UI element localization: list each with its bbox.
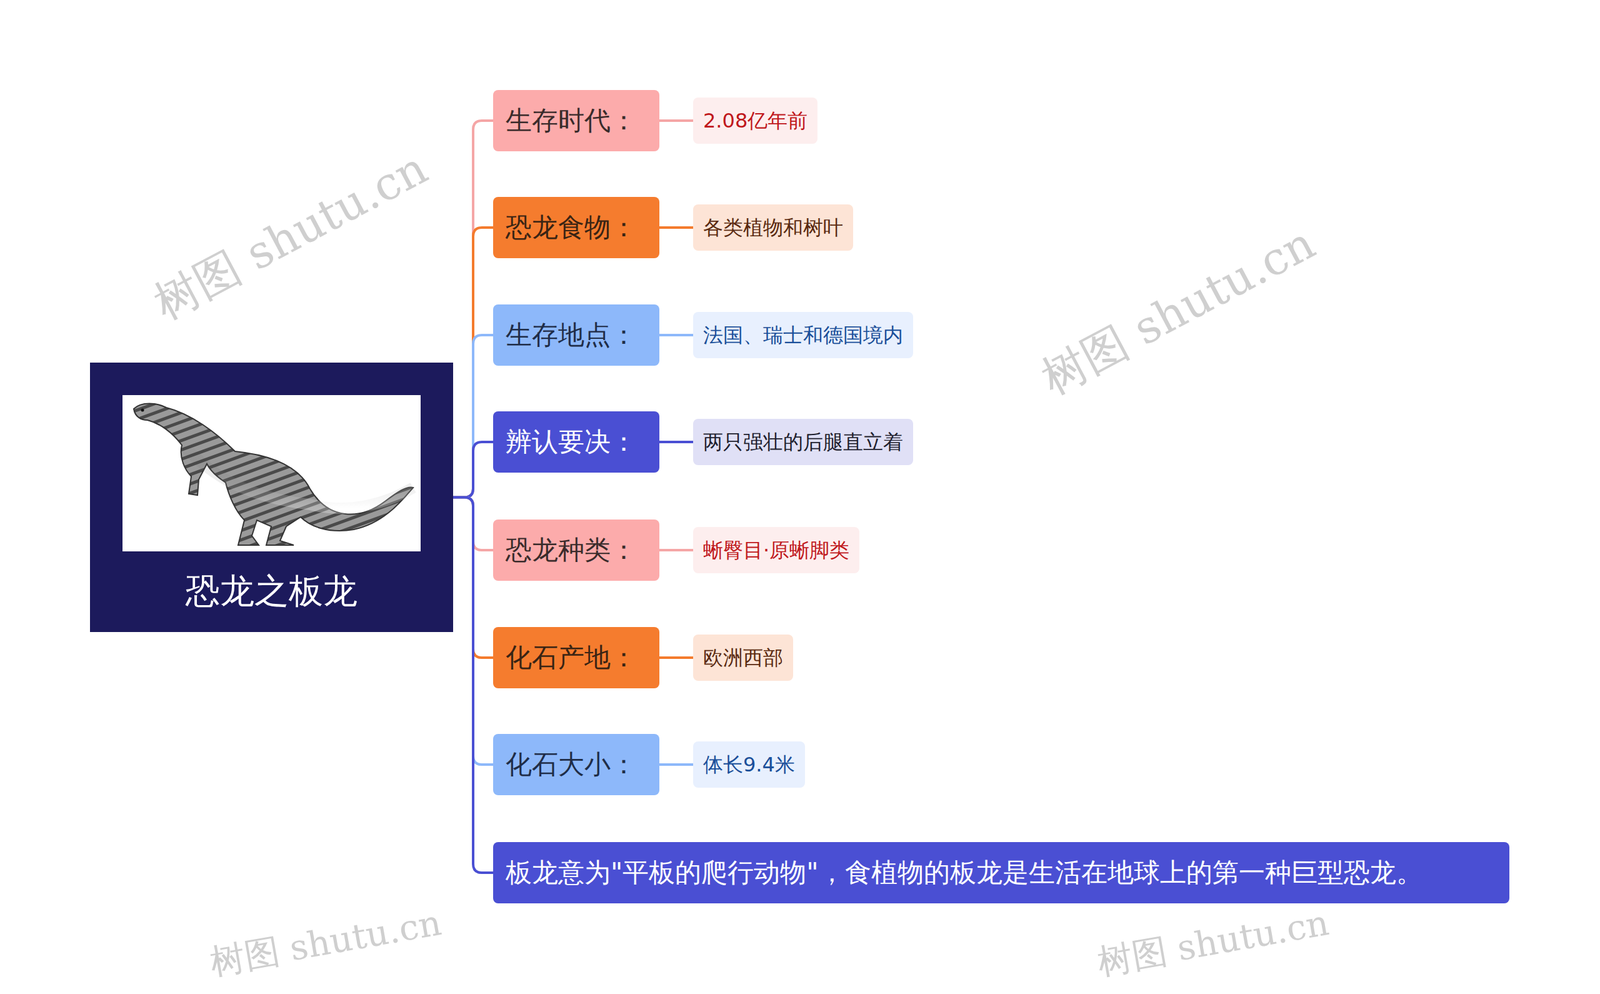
branch-label: 生存地点： bbox=[493, 304, 660, 366]
leaf-box: 各类植物和树叶 bbox=[693, 204, 854, 251]
connector bbox=[659, 763, 694, 766]
leaf-box-text: 欧洲西部 bbox=[703, 645, 784, 670]
connector bbox=[659, 656, 694, 659]
leaf-box-text: 蜥臀目·原蜥脚类 bbox=[703, 538, 850, 562]
leaf-box-text: 两只强壮的后腿直立着 bbox=[703, 430, 904, 454]
connector bbox=[453, 441, 494, 498]
branch-label: 生存时代： bbox=[493, 90, 660, 152]
connector bbox=[453, 335, 494, 498]
leaf-box: 两只强壮的后腿直立着 bbox=[693, 418, 914, 465]
dinosaur-illustration bbox=[122, 395, 421, 552]
connector bbox=[453, 120, 494, 498]
connector bbox=[453, 227, 494, 498]
connector bbox=[659, 226, 694, 229]
branch-label: 化石产地： bbox=[493, 626, 660, 689]
branch-label: 恐龙种类： bbox=[493, 519, 660, 581]
leaf-box: 2.08亿年前 bbox=[693, 97, 818, 144]
connector bbox=[659, 440, 694, 444]
watermark: 树图 shutu.cn bbox=[143, 138, 438, 334]
branch-label-text: 化石产地： bbox=[505, 641, 637, 674]
branch-label-text: 恐龙种类： bbox=[505, 534, 637, 566]
branch-label-text: 生存时代： bbox=[505, 105, 637, 137]
watermark: 树图 shutu.cn bbox=[1031, 213, 1325, 409]
note-box: 板龙意为"平板的爬行动物"，食植物的板龙是生活在地球上的第一种巨型恐龙。 bbox=[493, 841, 1510, 904]
branch-label: 化石大小： bbox=[493, 733, 660, 795]
branch-label: 辨认要决： bbox=[493, 411, 660, 473]
branch-label-text: 生存地点： bbox=[505, 319, 637, 351]
connector bbox=[659, 119, 694, 122]
central-topic: 恐龙之板龙 bbox=[90, 362, 454, 632]
leaf-box-text: 各类植物和树叶 bbox=[703, 215, 844, 240]
branch-label-text: 恐龙食物： bbox=[505, 211, 637, 244]
watermark: 树图 shutu.cn bbox=[206, 899, 445, 987]
leaf-box: 体长9.4米 bbox=[693, 741, 805, 788]
leaf-box: 蜥臀目·原蜥脚类 bbox=[693, 526, 860, 574]
note-box-text: 板龙意为"平板的爬行动物"，食植物的板龙是生活在地球上的第一种巨型恐龙。 bbox=[505, 856, 1423, 889]
topic-title: 恐龙之板龙 bbox=[90, 570, 454, 612]
branch-label-text: 化石大小： bbox=[505, 748, 637, 780]
leaf-box-text: 法国、瑞士和德国境内 bbox=[703, 323, 904, 347]
connector bbox=[659, 548, 694, 552]
watermark: 树图 shutu.cn bbox=[1093, 899, 1333, 987]
leaf-box: 欧洲西部 bbox=[693, 634, 794, 681]
branch-label: 恐龙食物： bbox=[493, 196, 660, 259]
branch-label-text: 辨认要决： bbox=[505, 426, 637, 458]
leaf-box-text: 体长9.4米 bbox=[703, 752, 795, 777]
leaf-box-text: 2.08亿年前 bbox=[703, 108, 808, 133]
connector bbox=[659, 333, 694, 337]
leaf-box: 法国、瑞士和德国境内 bbox=[693, 311, 914, 359]
connector bbox=[453, 497, 494, 874]
